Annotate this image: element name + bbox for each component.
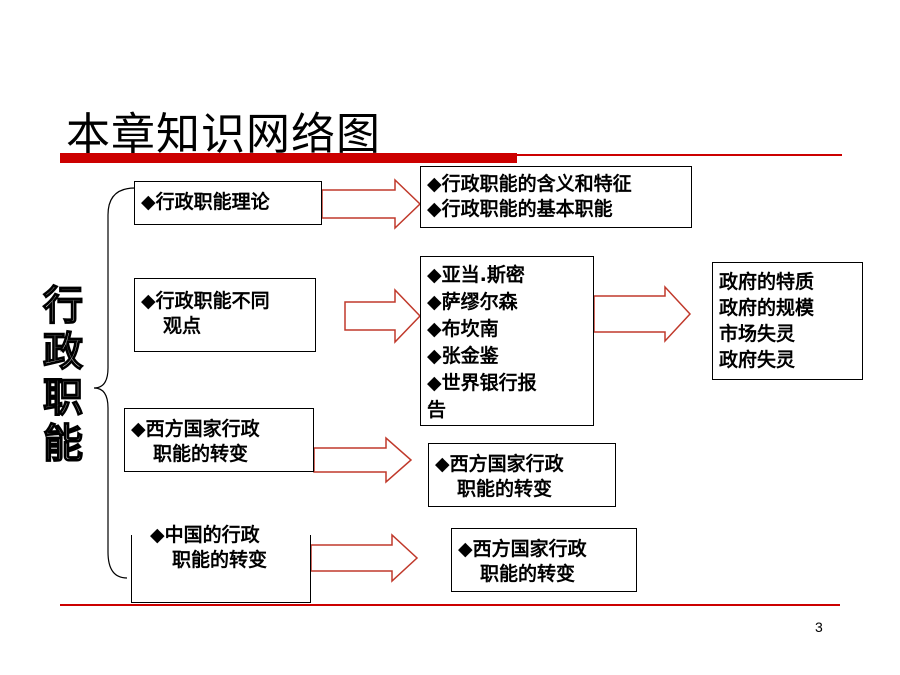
arrow-3 xyxy=(593,285,692,343)
box-views-line-2: 观点 xyxy=(163,315,202,337)
arrow-1 xyxy=(321,178,422,230)
slide-title: 本章知识网络图 xyxy=(66,109,381,160)
box-topics-line-4: 政府失灵 xyxy=(719,349,796,371)
box-west-detail: ◆西方国家行政 职能的转变 xyxy=(428,443,616,507)
box-west-line-1: ◆西方国家行政 xyxy=(131,418,260,440)
box-theory-line-1: ◆行政职能理论 xyxy=(141,191,270,213)
footer-rule xyxy=(60,604,840,606)
brace xyxy=(93,187,136,579)
box-topics-line-1: 政府的特质 xyxy=(719,271,815,293)
box-china-line-2: 职能的转变 xyxy=(172,549,268,571)
box-people-line-3: ◆布坎南 xyxy=(427,318,499,340)
title-underline-bar xyxy=(60,153,517,163)
root-label: 行 政 职 能 xyxy=(36,282,90,467)
root-char-2: 政 xyxy=(42,328,83,375)
box-west-detail-line-2: 职能的转变 xyxy=(457,478,553,500)
box-topics-line-2: 政府的规模 xyxy=(719,297,815,319)
box-theory-detail-line-1: ◆行政职能的含义和特征 xyxy=(427,173,632,195)
page-number: 3 xyxy=(815,619,823,635)
box-china: ◆中国的行政 职能的转变 xyxy=(131,524,311,603)
box-west: ◆西方国家行政 职能的转变 xyxy=(124,408,314,472)
arrow-4 xyxy=(313,436,413,484)
box-people-line-4: ◆张金鉴 xyxy=(427,345,499,367)
box-people-line-6: 告 xyxy=(427,399,447,421)
box-china-detail-line-1: ◆西方国家行政 xyxy=(458,538,587,560)
box-theory-detail-line-2: ◆行政职能的基本职能 xyxy=(427,198,613,220)
box-theory: ◆行政职能理论 xyxy=(134,181,322,225)
box-people-line-2: ◆萨缪尔森 xyxy=(427,291,518,313)
box-views-line-1: ◆行政职能不同 xyxy=(141,290,270,312)
root-char-4: 能 xyxy=(42,420,83,467)
title-underline-line xyxy=(517,154,842,156)
box-west-detail-line-1: ◆西方国家行政 xyxy=(435,453,564,475)
arrow-5 xyxy=(310,533,419,583)
box-views-topics: 政府的特质 政府的规模 市场失灵 政府失灵 xyxy=(712,262,863,380)
arrow-2 xyxy=(344,288,422,344)
box-people-line-1: ◆亚当.斯密 xyxy=(427,264,525,286)
box-china-detail: ◆西方国家行政 职能的转变 xyxy=(451,528,637,592)
root-char-1: 行 xyxy=(42,282,83,329)
box-views: ◆行政职能不同 观点 xyxy=(134,278,316,352)
box-china-detail-line-2: 职能的转变 xyxy=(480,563,576,585)
box-china-line-1: ◆中国的行政 xyxy=(150,524,260,546)
box-topics-line-3: 市场失灵 xyxy=(719,323,796,345)
box-theory-detail: ◆行政职能的含义和特征 ◆行政职能的基本职能 xyxy=(420,166,692,228)
box-west-line-2: 职能的转变 xyxy=(153,443,249,465)
box-views-people: ◆亚当.斯密 ◆萨缪尔森 ◆布坎南 ◆张金鉴 ◆世界银行报 告 xyxy=(420,256,594,426)
box-people-line-5: ◆世界银行报 xyxy=(427,372,537,394)
root-char-3: 职 xyxy=(42,374,83,421)
